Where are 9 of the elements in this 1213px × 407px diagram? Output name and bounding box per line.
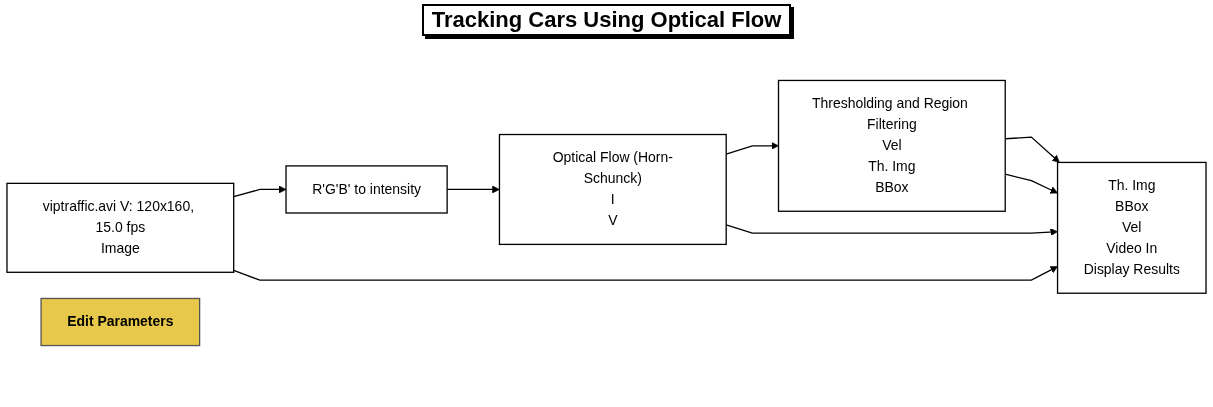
node-box: Optical Flow (Horn-Schunck) I V bbox=[498, 133, 727, 246]
diagram-title: Tracking Cars Using Optical Flow bbox=[421, 4, 792, 36]
arrow bbox=[233, 185, 287, 198]
node-box: Thresholding and Region Filtering Vel Th. Img BBox bbox=[777, 79, 1006, 212]
node-box: Th. Img BBox Vel Video In Display Results bbox=[1056, 161, 1207, 294]
node-box: Edit Parameters bbox=[40, 297, 201, 347]
node-box: viptraffic.avi V: 120x160, 15.0 fps Image bbox=[6, 182, 235, 273]
arrow bbox=[233, 266, 1058, 281]
node-box: R'G'B' to intensity bbox=[285, 165, 448, 214]
